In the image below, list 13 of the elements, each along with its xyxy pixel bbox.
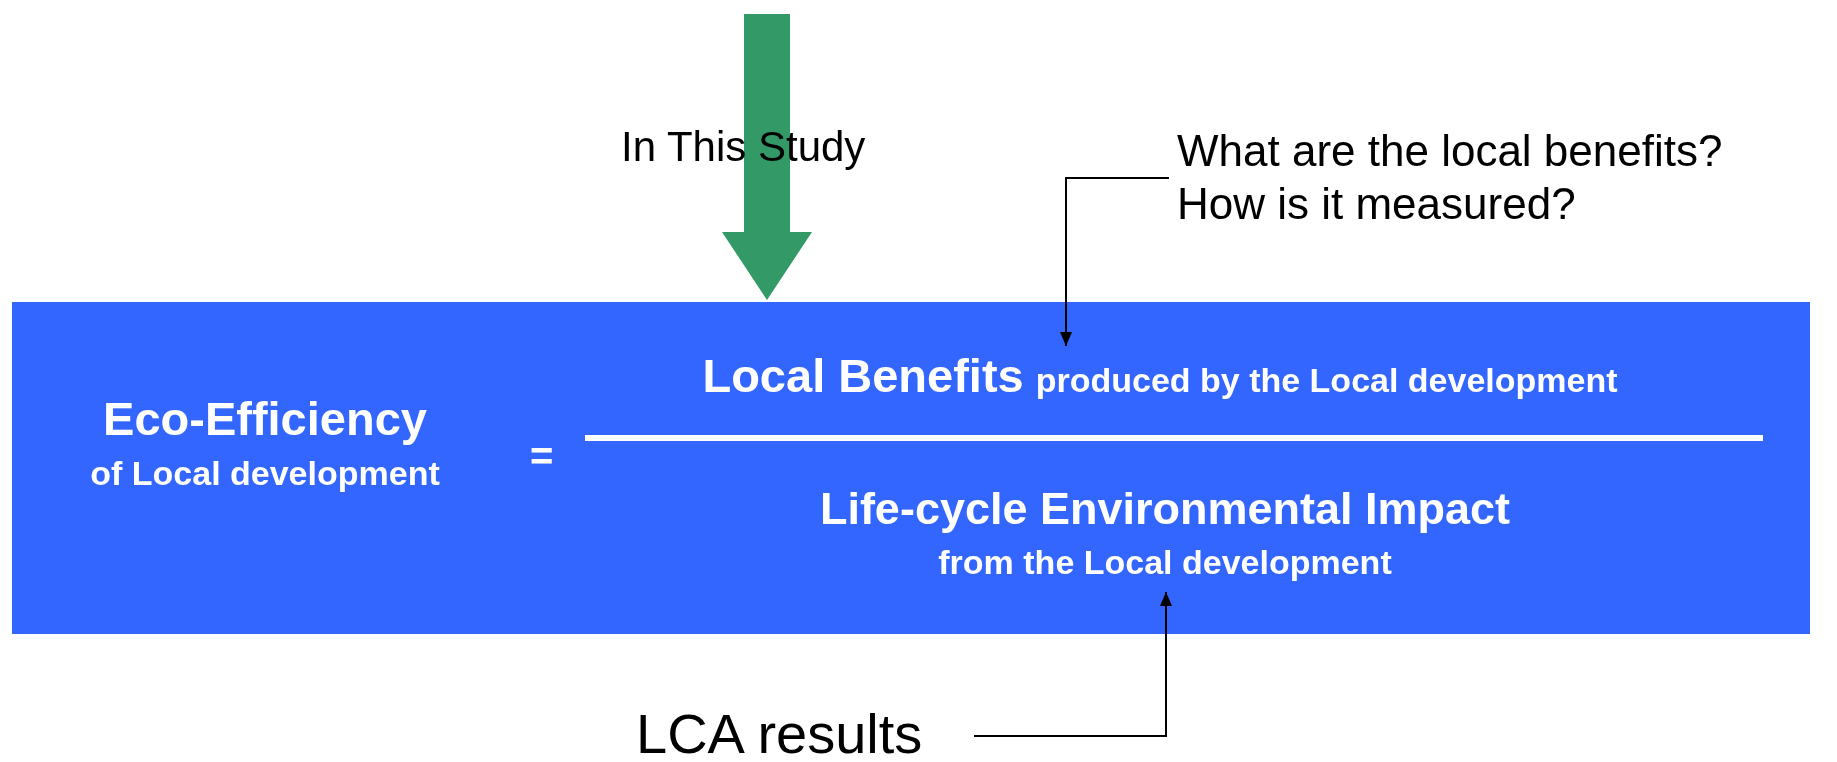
question-text: What are the local benefits? How is it measured? <box>1177 124 1724 230</box>
term-subtext: of Local development <box>90 453 440 495</box>
term-heading: Local Benefits <box>702 348 1024 404</box>
leader-line <box>1060 177 1170 347</box>
term-heading: Life-cycle Environmental Impact <box>819 482 1511 537</box>
source-text: LCA results <box>636 701 923 762</box>
leader-line <box>973 591 1172 737</box>
term-subtext: produced by the Local development <box>1035 360 1618 401</box>
term-subtext: from the Local development <box>938 542 1392 583</box>
block-arrow <box>722 14 812 300</box>
formula-panel <box>12 302 1810 634</box>
term-heading: Eco-Efficiency <box>103 390 427 447</box>
equals-sign: = <box>530 436 554 476</box>
